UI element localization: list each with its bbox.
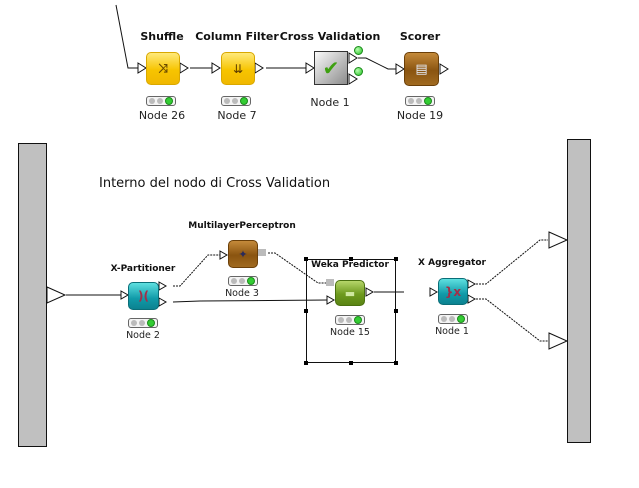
port-panel-left-out[interactable] — [46, 286, 67, 304]
wire-aggregator-to-panel-bottom — [476, 298, 548, 342]
port-column-filter-in[interactable] — [211, 62, 221, 74]
wire-partitioner-to-predictor — [172, 299, 329, 303]
wire-cross-validation-to-scorer — [358, 57, 396, 70]
node-title-multilayer-perceptron: MultilayerPerceptron — [188, 221, 296, 231]
cross-validation-meta-node[interactable]: ✔ — [314, 51, 348, 85]
weka-predictor-node[interactable]: ▬ — [335, 280, 365, 306]
node-label-cross-validation[interactable]: Node 1 — [310, 96, 350, 109]
port-scorer-out[interactable] — [439, 63, 449, 75]
inner-workflow-output-panel — [567, 139, 591, 443]
node-title-weka-predictor: Weka Predictor — [311, 260, 389, 270]
node-label-scorer[interactable]: Node 19 — [396, 109, 444, 122]
status-indicator-weka-predictor — [335, 315, 365, 325]
column-filter-icon: ⇊ — [232, 61, 244, 76]
selection-handle[interactable] — [394, 309, 398, 313]
port-partitioner-out-1[interactable] — [158, 281, 168, 291]
wire-mlp-to-predictor — [268, 252, 328, 284]
port-panel-right-in-2[interactable] — [548, 332, 569, 350]
shuffle-icon: ⤨ — [158, 61, 168, 75]
shuffle-node[interactable]: ⤨ — [146, 52, 180, 85]
node-label-multilayer-perceptron[interactable]: Node 3 — [225, 288, 259, 299]
status-indicator-multilayer-perceptron — [228, 276, 258, 286]
selection-handle[interactable] — [394, 361, 398, 365]
port-partitioner-out-2[interactable] — [158, 297, 168, 307]
status-indicator-x-aggregator — [438, 314, 468, 324]
node-title-x-partitioner: X-Partitioner — [110, 264, 176, 274]
partitioner-icon: )( — [138, 289, 149, 303]
node-label-column-filter[interactable]: Node 7 — [217, 109, 257, 122]
node-title-scorer: Scorer — [399, 30, 441, 43]
node-label-weka-predictor[interactable]: Node 15 — [330, 327, 370, 338]
wire-aggregator-to-panel-top — [476, 239, 548, 285]
predictor-icon: ▬ — [344, 286, 356, 300]
status-indicator-column-filter — [221, 96, 251, 106]
port-shuffle-out[interactable] — [179, 62, 189, 74]
selection-handle[interactable] — [349, 257, 353, 261]
aggregator-icon: }x — [444, 284, 462, 299]
port-mlp-model-out[interactable] — [258, 249, 266, 256]
port-mlp-in[interactable] — [219, 250, 229, 260]
port-cross-validation-out-1[interactable] — [348, 52, 358, 64]
node-title-cross-validation: Cross Validation — [279, 30, 381, 43]
selection-handle[interactable] — [349, 361, 353, 365]
wire-partitioner-to-mlp — [173, 254, 220, 287]
status-indicator-x-partitioner — [128, 318, 158, 328]
port-status-dot-1 — [354, 46, 363, 55]
selection-handle[interactable] — [394, 257, 398, 261]
multilayer-perceptron-node[interactable]: ✦ — [228, 240, 258, 268]
status-indicator-scorer — [405, 96, 435, 106]
scorer-icon: ▤ — [415, 61, 428, 77]
selection-box-weka-predictor — [306, 259, 396, 363]
node-title-x-aggregator: X Aggregator — [418, 258, 486, 268]
node-title-shuffle: Shuffle — [140, 30, 184, 43]
column-filter-node[interactable]: ⇊ — [221, 52, 255, 85]
port-aggregator-out-1[interactable] — [467, 279, 477, 289]
port-column-filter-out[interactable] — [254, 62, 264, 74]
scorer-node[interactable]: ▤ — [404, 52, 439, 86]
selection-handle[interactable] — [304, 257, 308, 261]
port-panel-right-in-1[interactable] — [548, 231, 569, 249]
port-status-dot-2 — [354, 67, 363, 76]
port-predictor-out[interactable] — [365, 287, 375, 297]
port-cross-validation-out-2[interactable] — [348, 73, 358, 85]
node-label-x-aggregator[interactable]: Node 1 — [435, 326, 469, 337]
port-cross-validation-in[interactable] — [305, 62, 315, 74]
node-title-column-filter: Column Filter — [195, 30, 279, 43]
status-indicator-shuffle — [146, 96, 176, 106]
port-shuffle-in[interactable] — [137, 62, 147, 74]
inner-workflow-heading: Interno del nodo di Cross Validation — [99, 176, 331, 191]
port-predictor-in[interactable] — [326, 295, 336, 305]
node-label-shuffle[interactable]: Node 26 — [138, 109, 186, 122]
inner-workflow-input-panel — [18, 143, 47, 447]
port-aggregator-in[interactable] — [429, 287, 439, 297]
x-aggregator-node[interactable]: }x — [438, 278, 468, 305]
selection-handle[interactable] — [304, 361, 308, 365]
node-label-x-partitioner[interactable]: Node 2 — [126, 330, 160, 341]
learner-icon: ✦ — [238, 247, 248, 261]
port-predictor-model-in[interactable] — [326, 279, 334, 286]
port-aggregator-out-2[interactable] — [467, 294, 477, 304]
wire-input-to-shuffle — [115, 4, 138, 69]
port-partitioner-in[interactable] — [120, 290, 130, 300]
selection-handle[interactable] — [304, 309, 308, 313]
port-scorer-in[interactable] — [395, 63, 405, 75]
checkmark-icon: ✔ — [322, 56, 340, 80]
x-partitioner-node[interactable]: )( — [128, 282, 159, 310]
